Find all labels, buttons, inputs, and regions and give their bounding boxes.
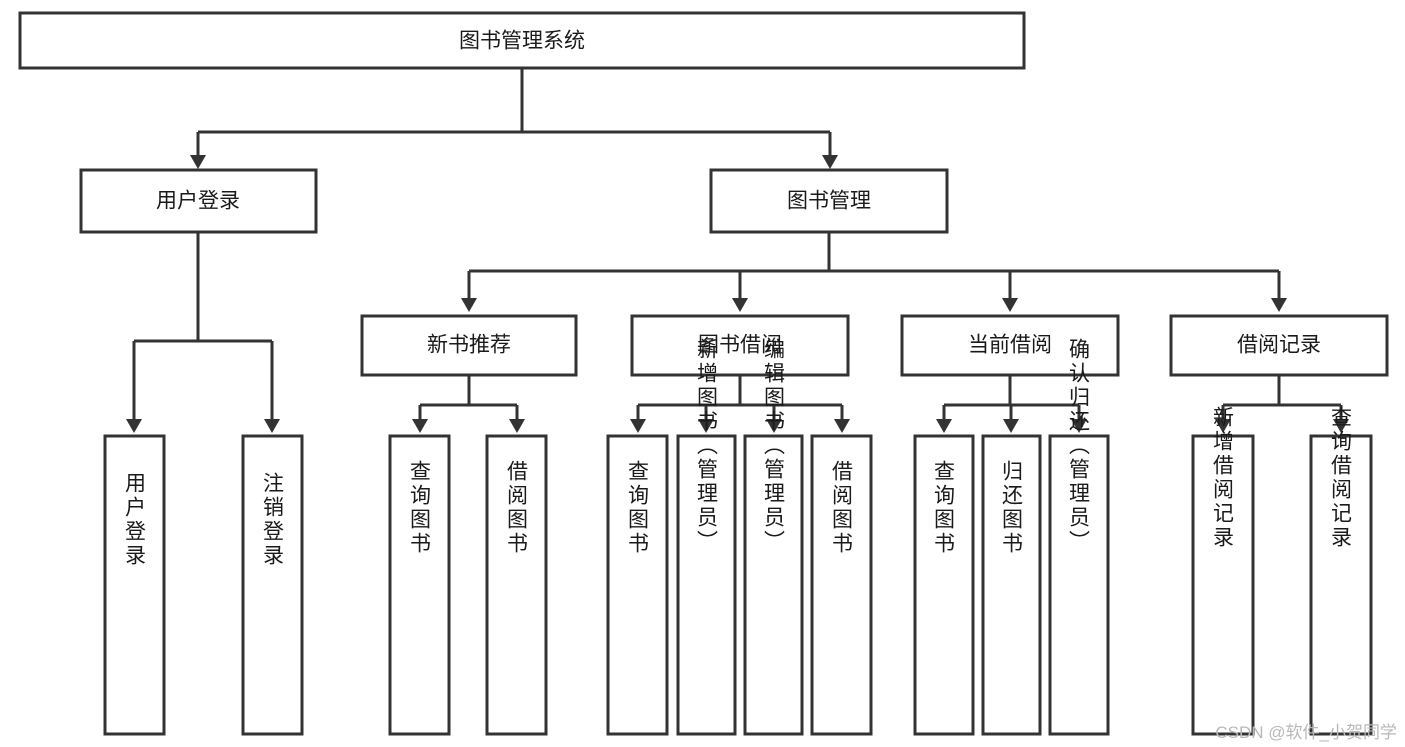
node-leaf-add-book-box[interactable] (676, 434, 737, 736)
node-leaf-confirm-return[interactable]: 确认归还（管理员） (1048, 338, 1110, 736)
node-user-login-box[interactable] (79, 168, 318, 234)
node-leaf-borrow-book-2-label: 借阅图书 (830, 460, 854, 556)
node-root-label: 图书管理系统 (459, 30, 585, 53)
node-book-management-label: 图书管理 (787, 190, 871, 213)
node-book-borrow[interactable]: 图书借阅 (630, 314, 850, 377)
node-borrow-record[interactable]: 借阅记录 (1169, 314, 1389, 377)
node-book-borrow-box[interactable] (630, 314, 850, 377)
node-leaf-add-borrow-record-box[interactable] (1191, 434, 1255, 736)
edge-layer (126, 68, 1349, 433)
node-leaf-logout-login-box[interactable] (241, 434, 304, 736)
node-leaf-confirm-return-box[interactable] (1048, 434, 1110, 736)
node-user-login[interactable]: 用户登录 (79, 168, 318, 234)
node-leaf-confirm-return-label: 确认归还（管理员） (1067, 338, 1091, 554)
node-current-borrow-label: 当前借阅 (968, 334, 1052, 357)
node-leaf-query-book-2-label: 查询图书 (626, 460, 650, 556)
node-leaf-add-book-label: 新增图书（管理员） (695, 338, 719, 554)
node-leaf-user-login-label: 用户登录 (123, 472, 147, 568)
node-leaf-return-book[interactable]: 归还图书 (981, 434, 1042, 736)
node-new-book-recommend-box[interactable] (360, 314, 578, 377)
node-new-book-recommend-label: 新书推荐 (427, 334, 511, 357)
node-leaf-logout-login-label: 注销登录 (261, 472, 285, 568)
node-borrow-record-label: 借阅记录 (1237, 334, 1321, 357)
node-book-management-box[interactable] (709, 168, 949, 234)
node-leaf-edit-book-label: 编辑图书（管理员） (762, 338, 786, 554)
node-leaf-add-borrow-record[interactable]: 新增借阅记录 (1191, 406, 1255, 736)
node-leaf-add-book[interactable]: 新增图书（管理员） (676, 338, 737, 736)
node-user-login-label: 用户登录 (156, 190, 240, 213)
node-root[interactable]: 图书管理系统 (18, 11, 1026, 70)
node-book-borrow-label: 图书借阅 (698, 334, 782, 357)
node-leaf-user-login[interactable]: 用户登录 (103, 434, 166, 736)
node-leaf-edit-book[interactable]: 编辑图书（管理员） (743, 338, 804, 736)
node-leaf-query-book-3-box[interactable] (913, 434, 975, 736)
node-leaf-query-book-3-label: 查询图书 (932, 460, 956, 556)
node-leaf-query-borrow-record[interactable]: 查询借阅记录 (1309, 406, 1373, 736)
node-leaf-query-book-1-box[interactable] (388, 434, 451, 736)
node-leaf-borrow-book-2[interactable]: 借阅图书 (810, 434, 873, 736)
node-leaf-return-book-box[interactable] (981, 434, 1042, 736)
node-leaf-query-book-2[interactable]: 查询图书 (606, 434, 669, 736)
node-leaf-borrow-book-1-box[interactable] (485, 434, 548, 736)
node-leaf-borrow-book-1-label: 借阅图书 (505, 460, 529, 556)
node-leaf-edit-book-box[interactable] (743, 434, 804, 736)
node-current-borrow-box[interactable] (900, 314, 1120, 377)
node-leaf-query-book-2-box[interactable] (606, 434, 669, 736)
node-new-book-recommend[interactable]: 新书推荐 (360, 314, 578, 377)
node-leaf-query-book-3[interactable]: 查询图书 (913, 434, 975, 736)
node-leaf-query-book-1-label: 查询图书 (408, 460, 432, 556)
node-leaf-return-book-label: 归还图书 (1000, 460, 1024, 556)
node-current-borrow[interactable]: 当前借阅 (900, 314, 1120, 377)
node-book-management[interactable]: 图书管理 (709, 168, 949, 234)
node-leaf-borrow-book-2-box[interactable] (810, 434, 873, 736)
node-leaf-query-borrow-record-label: 查询借阅记录 (1329, 406, 1353, 550)
node-leaf-logout-login[interactable]: 注销登录 (241, 434, 304, 736)
node-borrow-record-box[interactable] (1169, 314, 1389, 377)
node-leaf-user-login-box[interactable] (103, 434, 166, 736)
node-leaf-query-borrow-record-box[interactable] (1309, 434, 1373, 736)
node-leaf-query-book-1[interactable]: 查询图书 (388, 434, 451, 736)
csdn-watermark: CSDN @软件_小贺同学 (1215, 723, 1397, 742)
node-root-box[interactable] (18, 11, 1026, 70)
node-leaf-borrow-book-1[interactable]: 借阅图书 (485, 434, 548, 736)
node-leaf-add-borrow-record-label: 新增借阅记录 (1211, 406, 1235, 550)
